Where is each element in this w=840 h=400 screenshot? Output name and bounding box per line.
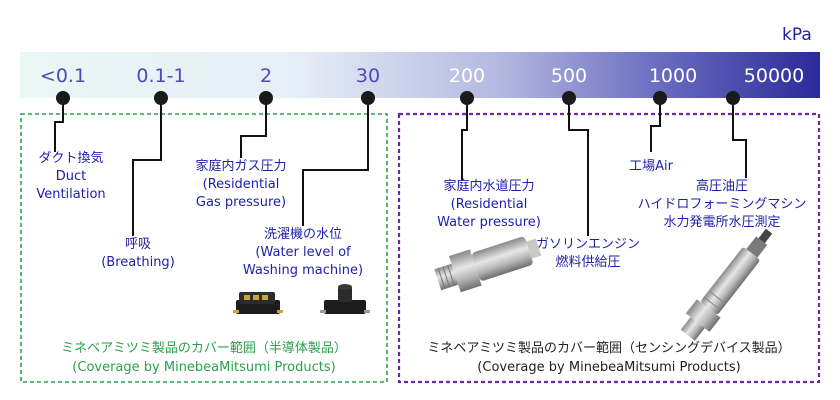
label-gas: 家庭内ガス圧力 (Residential Gas pressure)	[195, 158, 286, 210]
label-line: 水力発電所水圧測定	[663, 215, 780, 230]
marker-dot	[653, 91, 667, 105]
caption-jp: ミネベアミツミ製品のカバー範囲（半導体製品）	[61, 341, 347, 356]
label-line: (Breathing)	[101, 255, 175, 270]
label-line: 工場Air	[629, 159, 674, 174]
label-line: 家庭内ガス圧力	[195, 158, 286, 174]
scale-tick: 1000	[649, 65, 697, 87]
label-line: (Residential	[203, 177, 280, 192]
sensing-caption: ミネベアミツミ製品のカバー範囲（センシングデバイス製品） (Coverage b…	[427, 340, 790, 375]
label-factory: 工場Air	[629, 159, 674, 174]
marker-dot	[154, 91, 168, 105]
leader-gasoline	[568, 98, 589, 236]
label-line: (Water level of	[255, 245, 351, 260]
label-line: 呼吸	[125, 237, 151, 252]
leader-lines	[54, 98, 747, 236]
caption-en: (Coverage by MinebeaMitsumi Products)	[72, 360, 335, 375]
scale-markers	[56, 91, 740, 105]
scale-ticks: <0.1 0.1-1 2 30 200 500 1000 50000	[40, 65, 804, 87]
label-duct: ダクト換気 Duct Ventilation	[36, 150, 105, 202]
marker-dot	[361, 91, 375, 105]
label-line: Gas pressure)	[196, 195, 286, 210]
label-line: ダクト換気	[38, 150, 103, 166]
marker-dot	[460, 91, 474, 105]
label-line: Washing machine)	[243, 263, 363, 278]
label-line: Duct	[56, 169, 87, 184]
scale-tick: 200	[449, 65, 485, 87]
marker-dot	[562, 91, 576, 105]
marker-dot	[259, 91, 273, 105]
scale-tick: 30	[356, 65, 380, 87]
label-line: ガソリンエンジン	[536, 237, 640, 252]
scale-tick: 500	[551, 65, 587, 87]
semiconductor-caption: ミネベアミツミ製品のカバー範囲（半導体製品） (Coverage by Mine…	[61, 341, 347, 375]
label-line: 燃料供給圧	[555, 254, 620, 270]
caption-en: (Coverage by MinebeaMitsumi Products)	[477, 360, 740, 375]
sensor-chip-icon	[233, 292, 283, 314]
label-line: ハイドロフォーミングマシン	[638, 197, 807, 212]
leader-factory	[650, 98, 661, 152]
label-line: 洗濯機の水位	[264, 227, 342, 242]
label-gasoline: ガソリンエンジン 燃料供給圧	[536, 237, 640, 270]
leader-breathing	[132, 98, 162, 236]
caption-jp: ミネベアミツミ製品のカバー範囲（センシングデバイス製品）	[427, 340, 790, 356]
leader-duct	[54, 98, 64, 152]
label-water: 家庭内水道圧力 (Residential Water pressure)	[437, 178, 541, 230]
scale-tick: <0.1	[40, 65, 86, 87]
leader-gas	[240, 98, 267, 158]
unit-label: kPa	[782, 25, 812, 45]
label-line: 家庭内水道圧力	[443, 178, 534, 194]
leader-hydraulic	[732, 98, 747, 178]
sensor-chip-port-icon	[320, 284, 370, 314]
scale-tick: 2	[260, 65, 272, 87]
label-hydraulic: 高圧油圧 ハイドロフォーミングマシン 水力発電所水圧測定	[638, 178, 807, 230]
marker-dot	[726, 91, 740, 105]
semiconductor-coverage-frame	[20, 113, 388, 383]
leader-water	[461, 98, 468, 180]
marker-dot	[56, 91, 70, 105]
scale-tick: 50000	[744, 65, 804, 87]
label-line: 高圧油圧	[696, 178, 748, 194]
sensing-coverage-frame	[397, 112, 821, 384]
label-breathing: 呼吸 (Breathing)	[101, 237, 175, 270]
label-line: Ventilation	[36, 187, 105, 202]
scale-tick: 0.1-1	[136, 65, 185, 87]
leader-washing	[302, 98, 369, 226]
label-line: Water pressure)	[437, 215, 541, 230]
pressure-scale-bar	[20, 52, 820, 98]
high-pressure-sensor-icon	[680, 228, 773, 341]
label-washing: 洗濯機の水位 (Water level of Washing machine)	[243, 227, 363, 278]
label-line: (Residential	[451, 197, 528, 212]
pressure-transducer-icon	[434, 236, 542, 293]
